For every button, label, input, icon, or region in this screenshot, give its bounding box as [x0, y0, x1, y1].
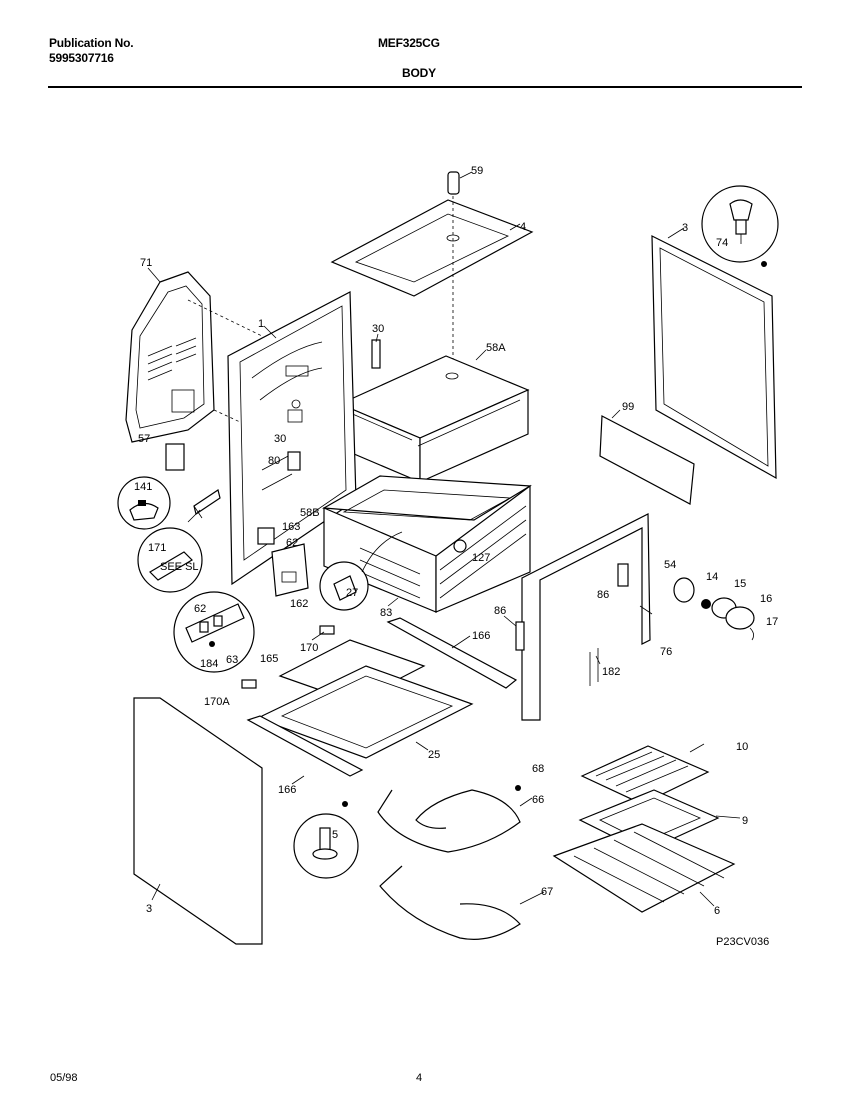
- footer-page: 4: [416, 1072, 423, 1084]
- broiler-set: [552, 745, 736, 913]
- callout-68: 68: [532, 763, 544, 775]
- broiler-grid-slots: [595, 751, 689, 793]
- callout-83: 83: [380, 607, 392, 619]
- callout-10: 10: [736, 741, 748, 753]
- leader-lines: [147, 171, 741, 907]
- callout-6: 6: [714, 905, 720, 917]
- top-panel-part: [330, 171, 534, 370]
- front-frame-part: [515, 513, 651, 721]
- door-panel-part: [133, 697, 263, 945]
- callout-59: 59: [471, 165, 483, 177]
- callout-62: 62: [286, 537, 298, 549]
- callout-184: 184: [200, 658, 218, 670]
- inset-171: SEE SL: [137, 505, 203, 593]
- callout-30: 30: [372, 323, 384, 335]
- leveling-leg-inset: [293, 801, 359, 879]
- callout-170a: 170A: [204, 696, 230, 708]
- callout-162: 162: [290, 598, 308, 610]
- callout-labels: 59 4 3 74 71 1 30 58A 99 30 57 80 141 58…: [134, 165, 778, 917]
- rear-panel-part: [125, 271, 263, 443]
- callout-9: 9: [742, 815, 748, 827]
- publication-number: 5995307716: [49, 51, 114, 65]
- insulation-99-part: [599, 415, 695, 505]
- knob-assembly-part: [673, 577, 755, 641]
- callout-74: 74: [716, 237, 728, 249]
- callout-163: 163: [282, 521, 300, 533]
- callout-58b: 58B: [300, 507, 320, 519]
- vent-slots: [147, 337, 197, 381]
- callout-166: 166: [472, 630, 490, 642]
- callout-80: 80: [268, 455, 280, 467]
- oven-top-liner-part: [338, 355, 530, 483]
- callout-54: 54: [664, 559, 676, 571]
- callout-86b: 86: [494, 605, 506, 617]
- callout-71: 71: [140, 257, 152, 269]
- inset-label: SEE SL: [160, 561, 199, 573]
- header-rule: [48, 86, 802, 88]
- callout-5: 5: [332, 829, 338, 841]
- callout-66: 66: [532, 794, 544, 806]
- terminal-plate-part: [193, 489, 221, 515]
- rail-part: [246, 617, 518, 777]
- callout-30b: 30: [274, 433, 286, 445]
- part-80: [287, 451, 301, 471]
- callout-3: 3: [682, 222, 688, 234]
- callout-141: 141: [134, 481, 152, 493]
- part-170a: [241, 679, 257, 689]
- callout-58a: 58A: [486, 342, 506, 354]
- heating-elements: [377, 785, 521, 940]
- inset-27: [319, 531, 403, 611]
- bottom-panel-part: [261, 639, 474, 759]
- callout-166b: 166: [278, 784, 296, 796]
- callout-86: 86: [597, 589, 609, 601]
- callout-63: 63: [226, 654, 238, 666]
- callout-17: 17: [766, 616, 778, 628]
- callout-14: 14: [706, 571, 718, 583]
- callout-76: 76: [660, 646, 672, 658]
- callout-182: 182: [602, 666, 620, 678]
- relay-box-part: [271, 543, 309, 597]
- callout-165: 165: [260, 653, 278, 665]
- model-number: MEF325CG: [378, 36, 440, 50]
- callout-25: 25: [428, 749, 440, 761]
- oven-cavity-part: [322, 475, 532, 613]
- callout-67: 67: [541, 886, 553, 898]
- diagram-code: P23CV036: [716, 936, 769, 948]
- light-bulb-inset: [701, 185, 779, 267]
- callout-62b: 62: [194, 603, 206, 615]
- inset-141: [117, 476, 171, 530]
- section-title: BODY: [402, 66, 436, 80]
- callout-170: 170: [300, 642, 318, 654]
- part-170: [319, 625, 335, 635]
- inset-terminal-block: [173, 591, 255, 673]
- publication-label: Publication No.: [49, 36, 134, 50]
- callout-99: 99: [622, 401, 634, 413]
- part-30: [371, 339, 381, 369]
- right-side-panel-part: [651, 235, 777, 480]
- callout-127: 127: [472, 552, 490, 564]
- callout-57: 57: [138, 433, 150, 445]
- callout-171: 171: [148, 542, 166, 554]
- callout-1: 1: [258, 318, 264, 330]
- callout-15: 15: [734, 578, 746, 590]
- callout-4: 4: [520, 221, 526, 233]
- footer-date: 05/98: [50, 1072, 78, 1084]
- part-163: [257, 527, 275, 545]
- callout-27: 27: [346, 587, 358, 599]
- callout-3b: 3: [146, 903, 152, 915]
- callout-16: 16: [760, 593, 772, 605]
- bracket-57-part: [165, 443, 185, 471]
